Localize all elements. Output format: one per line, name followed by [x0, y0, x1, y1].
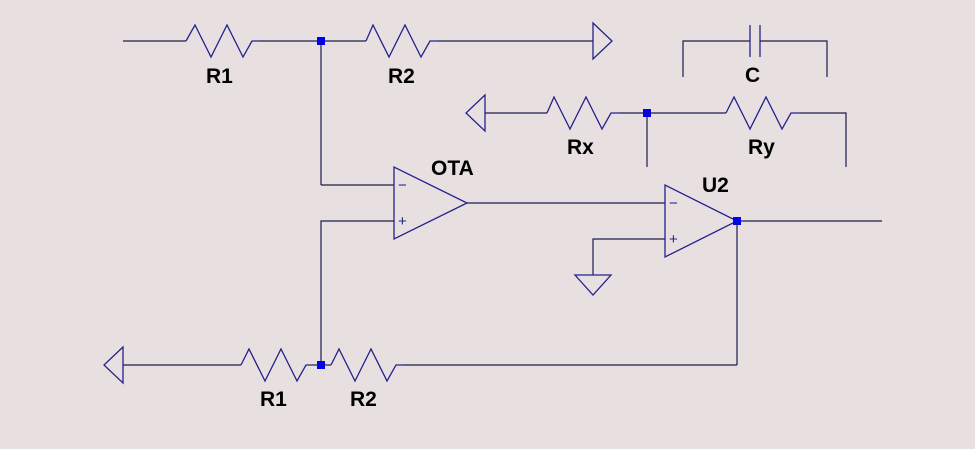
label-ota: OTA [431, 157, 474, 180]
label-ry: Ry [748, 136, 775, 159]
label-u2: U2 [702, 174, 729, 197]
wire-ry-right [799, 112, 847, 167]
wire-u2-plus-ground [592, 238, 665, 275]
u2-amplifier-symbol [664, 183, 739, 259]
capacitor-right-wire [760, 40, 828, 77]
resistor-r2-top [365, 23, 438, 59]
wire-ota-plus-feed [320, 220, 394, 365]
resistor-rx [546, 95, 619, 131]
resistor-r1-top [185, 23, 259, 59]
output-port-arrow-top [592, 21, 613, 61]
label-c: C [745, 64, 760, 87]
input-port-arrow-rx [465, 93, 486, 133]
label-r1-bottom: R1 [260, 388, 287, 411]
ota-amplifier-symbol [393, 165, 469, 241]
label-rx: Rx [567, 136, 594, 159]
capacitor-left-wire [682, 40, 750, 77]
ota-minus-pin: − [398, 177, 407, 194]
input-port-arrow-bottom [103, 345, 124, 385]
ground-symbol [573, 274, 613, 296]
label-r1-top: R1 [206, 65, 233, 88]
resistor-r2-bottom [330, 347, 403, 383]
u2-minus-pin: − [669, 195, 678, 212]
label-r2-top: R2 [388, 65, 415, 88]
label-r2-bottom: R2 [350, 388, 377, 411]
ota-plus-pin: + [398, 213, 407, 230]
u2-plus-pin: + [669, 231, 678, 248]
resistor-ry [725, 95, 799, 131]
resistor-r1-bottom [240, 347, 313, 383]
